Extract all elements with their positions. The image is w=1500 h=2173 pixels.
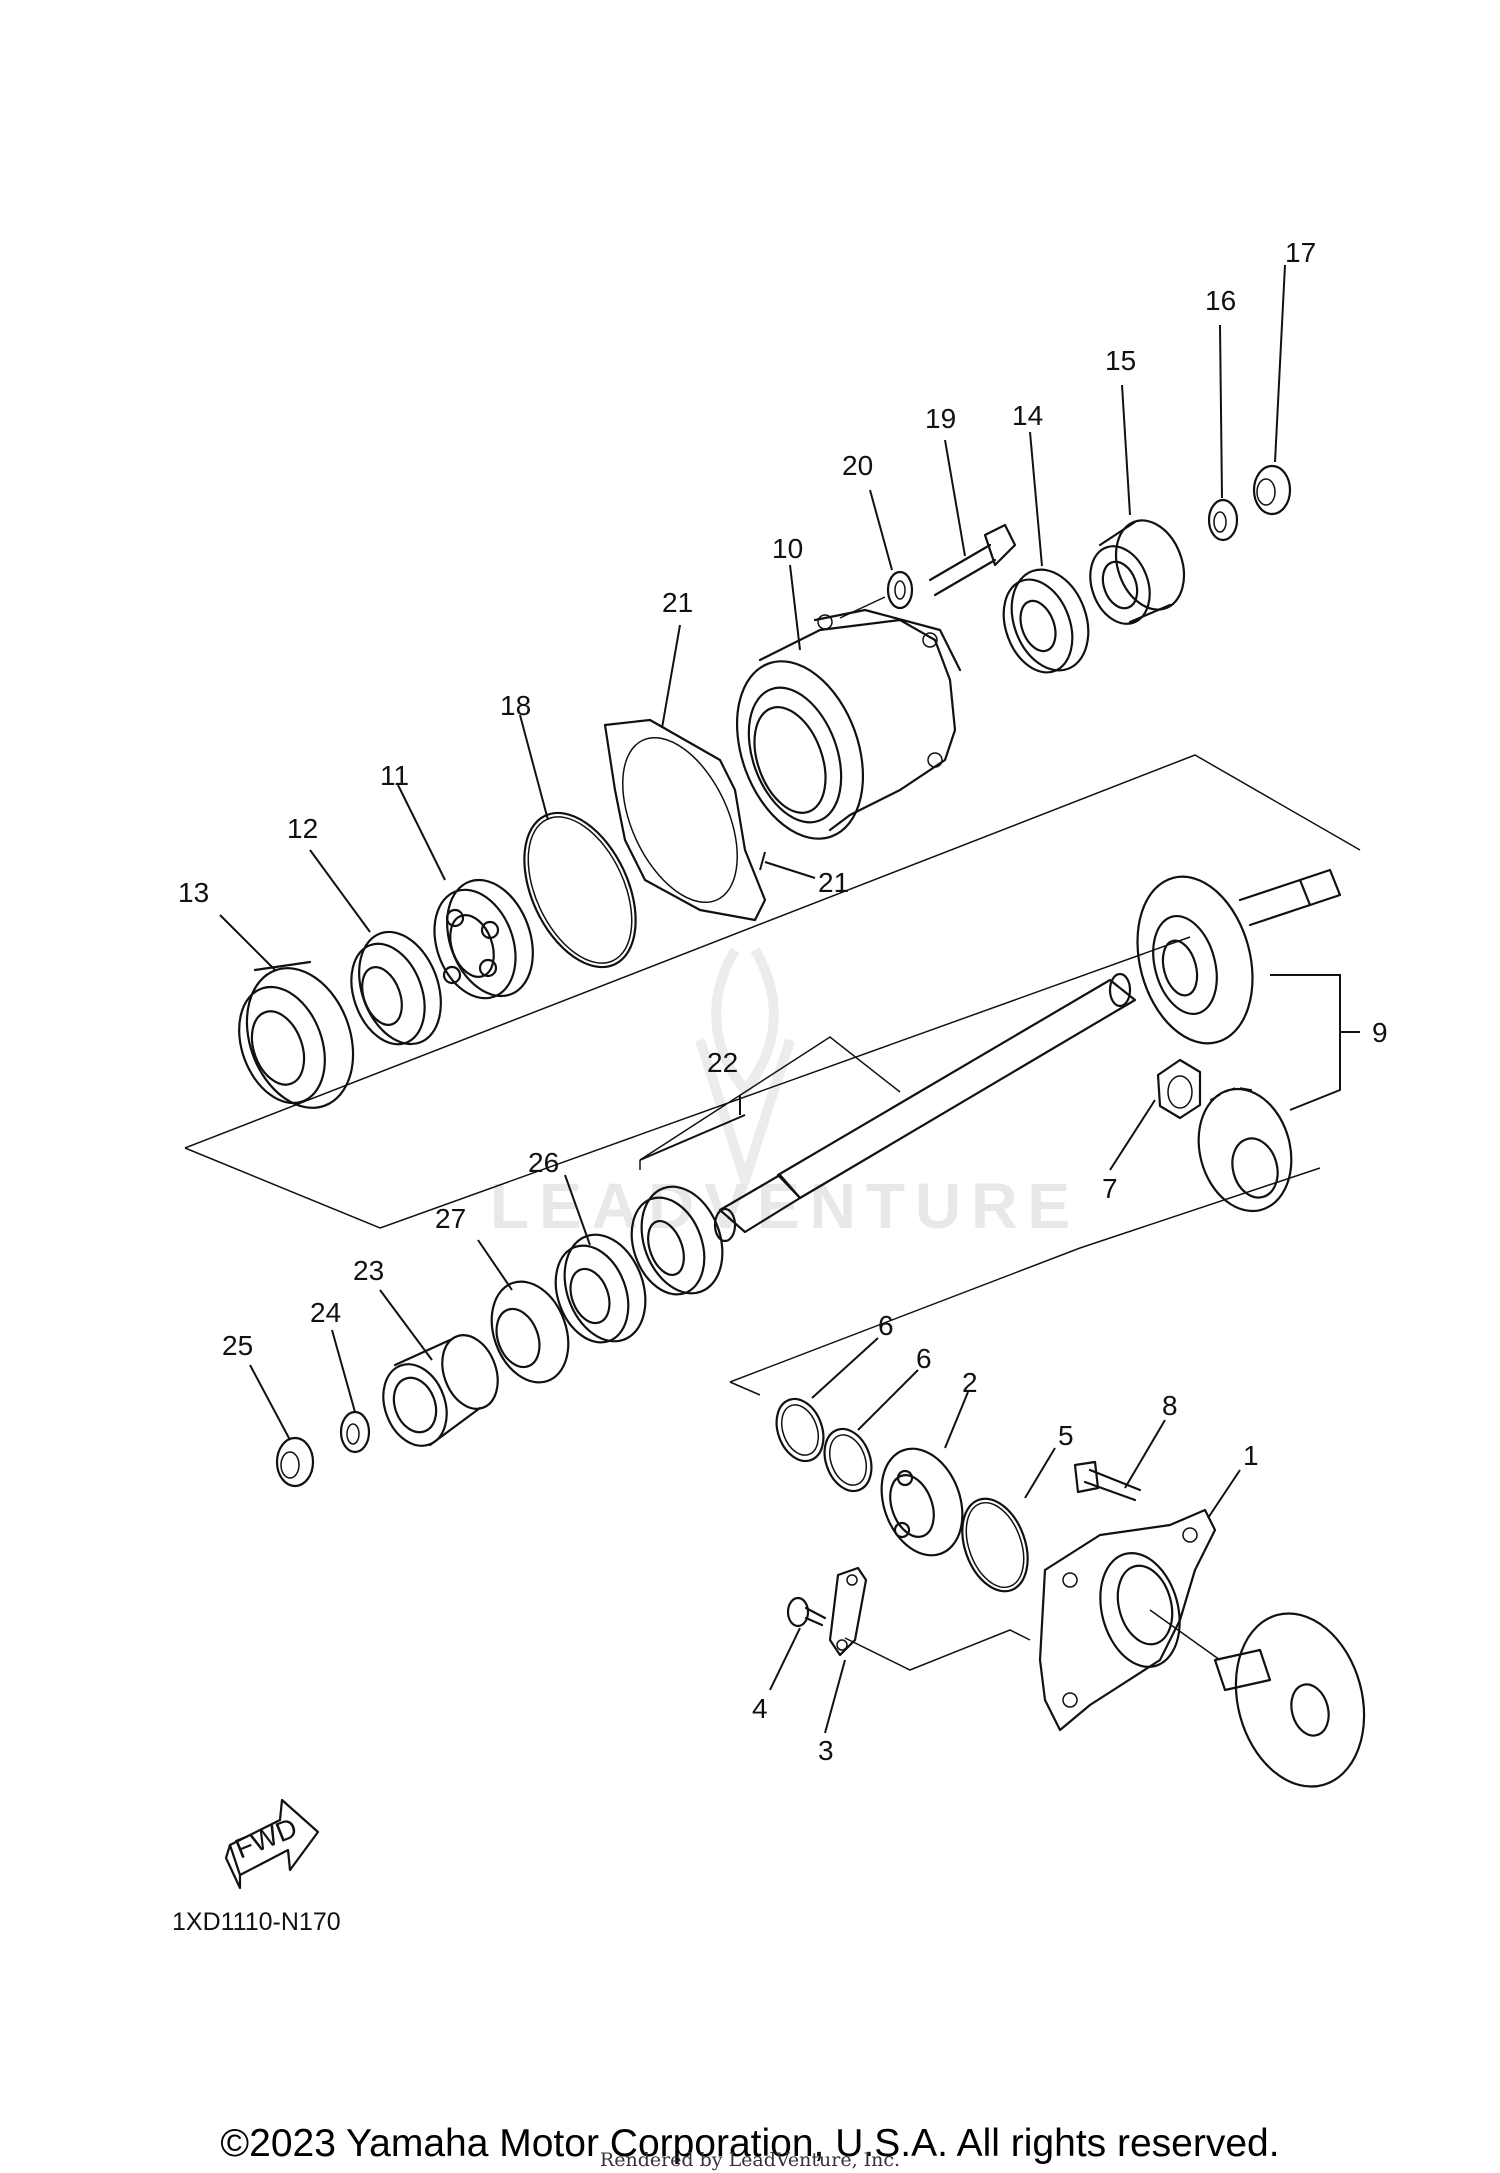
callout-21b: 21 xyxy=(818,867,849,898)
callout-24: 24 xyxy=(310,1297,341,1328)
watermark-logo: LEADVENTURE xyxy=(490,947,1080,1242)
part-20-washer xyxy=(839,570,914,619)
group-outline-housing xyxy=(844,1629,1031,1671)
callout-17: 17 xyxy=(1285,237,1316,268)
part-2-ball-bearing xyxy=(880,1447,964,1557)
part-6-shim-a xyxy=(775,1397,825,1463)
callout-4: 4 xyxy=(752,1693,768,1724)
callout-8: 8 xyxy=(1162,1390,1178,1421)
callout-6a: 6 xyxy=(878,1310,894,1341)
callout-14: 14 xyxy=(1012,400,1043,431)
rendered-by-notice: Rendered by LeadVenture, Inc. xyxy=(599,2149,901,2171)
part-21-shim-plate xyxy=(603,718,767,922)
part-15-sleeve-bearing xyxy=(1089,519,1186,625)
callout-1: 1 xyxy=(1243,1440,1259,1471)
callout-9: 9 xyxy=(1372,1017,1388,1048)
part-19-bolt xyxy=(928,523,1017,597)
part-4-screw xyxy=(786,1596,827,1628)
callout-5: 5 xyxy=(1058,1420,1074,1451)
fwd-arrow-icon: FWD xyxy=(224,1798,320,1890)
part-26-bearing xyxy=(630,1185,724,1296)
part-1-cover-housing xyxy=(1038,1508,1221,1732)
group-outline-lower xyxy=(729,1167,1321,1396)
callout-15: 15 xyxy=(1105,345,1136,376)
callout-27: 27 xyxy=(435,1203,466,1234)
callout-7: 7 xyxy=(1102,1173,1118,1204)
part-27-bearing xyxy=(490,1280,570,1384)
part-9-pinion-gear xyxy=(1197,1087,1293,1213)
callout-labels: 17 16 15 14 19 20 10 21 18 11 12 13 21 9… xyxy=(178,237,1388,1766)
part-22-drive-shaft xyxy=(713,972,1137,1243)
callout-25: 25 xyxy=(222,1330,253,1361)
callout-10: 10 xyxy=(772,533,803,564)
part-6-shim-b xyxy=(823,1427,873,1493)
part-10-housing xyxy=(735,608,962,840)
diagram-code: 1XD1110-N170 xyxy=(172,1908,341,1936)
copyright-notice: ©2023 Yamaha Motor Corporation, U.S.A. A… xyxy=(220,2122,1280,2165)
part-25-nut xyxy=(275,1436,315,1488)
callout-26: 26 xyxy=(528,1147,559,1178)
part-18-o-ring xyxy=(523,811,637,969)
callout-18: 18 xyxy=(500,690,531,721)
part-7-nut xyxy=(1156,1058,1202,1120)
callout-23: 23 xyxy=(353,1255,384,1286)
callout-19: 19 xyxy=(925,403,956,434)
part-16-washer xyxy=(1207,498,1239,542)
part-pinion-gear-lower xyxy=(1213,1612,1366,1788)
part-12-spline-collar xyxy=(350,930,442,1046)
callout-2: 2 xyxy=(962,1367,978,1398)
group-outline-shaft xyxy=(639,1036,901,1170)
callout-11: 11 xyxy=(380,760,409,791)
callout-20: 20 xyxy=(842,450,873,481)
part-9-bevel-gear xyxy=(1136,868,1342,1045)
part-13-bearing xyxy=(238,960,355,1109)
group-outline-upper xyxy=(184,754,1361,1229)
part-14-bearing xyxy=(1002,568,1090,674)
part-17-nut xyxy=(1252,464,1292,516)
part-3-lock-plate xyxy=(828,1566,868,1657)
watermark-text: LEADVENTURE xyxy=(490,1170,1080,1242)
callout-21a: 21 xyxy=(662,587,693,618)
callout-6b: 6 xyxy=(916,1343,932,1374)
part-11-ball-bearing xyxy=(433,878,534,1000)
part-26-collar xyxy=(554,1233,647,1344)
fwd-label: FWD xyxy=(231,1812,302,1865)
callout-3: 3 xyxy=(818,1735,834,1766)
callout-12: 12 xyxy=(287,813,318,844)
callout-13: 13 xyxy=(178,877,209,908)
part-23-needle-bearing xyxy=(382,1334,499,1447)
part-5-o-ring xyxy=(961,1497,1029,1593)
part-24-washer xyxy=(339,1410,371,1454)
callout-22: 22 xyxy=(707,1047,738,1078)
part-8-bolt xyxy=(1073,1460,1142,1502)
bracket-9 xyxy=(1270,974,1360,1111)
callout-leaders xyxy=(219,264,1286,1734)
callout-16: 16 xyxy=(1205,285,1236,316)
